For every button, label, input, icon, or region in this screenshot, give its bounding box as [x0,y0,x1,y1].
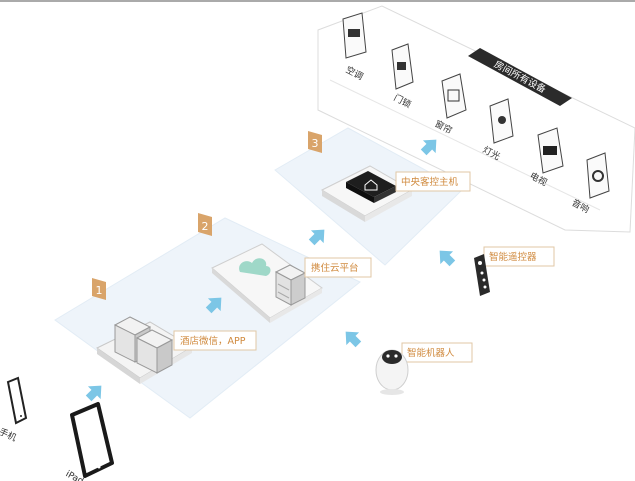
remote-control-icon [474,254,490,296]
hotel-wechat-app-label: 酒店微信，APP [173,330,257,351]
svg-text:3: 3 [312,137,319,150]
cloud-platform-label: 携住云平台 [304,257,372,278]
phone-icon [6,376,28,425]
aircon-device-icon [342,12,367,59]
step-badge-3: 3 [308,131,322,153]
arrow-remote-to-host-icon [433,244,459,270]
central-host-icon [320,165,414,222]
curtain-device-icon [441,73,467,119]
door-lock-device-icon [391,43,414,90]
tv-device-icon [537,127,564,174]
svg-text:1: 1 [96,284,103,297]
step-badge-2: 2 [198,213,212,236]
light-device-icon [489,98,514,144]
robot-label: 智能机器人 [401,342,473,363]
robot-icon [375,349,409,395]
central-host-label: 中央客控主机 [395,171,471,192]
arrow-robot-to-cloud-icon [339,325,365,351]
cloud-server-icon [211,243,323,323]
arrow-ipad-to-app-icon [82,379,108,405]
svg-text:酒店微信，APP: 酒店微信，APP [180,335,246,347]
arrow-cloud-to-host-icon [305,223,331,249]
room-rail [329,79,601,211]
step-badge-1: 1 [92,278,106,300]
svg-text:智能遥控器: 智能遥控器 [489,251,537,263]
server-cluster-icon [96,316,193,384]
svg-text:携住云平台: 携住云平台 [311,262,359,274]
client-device-label-ipad: iPad [64,469,85,481]
speaker-device-icon [586,152,610,199]
svg-text:智能机器人: 智能机器人 [407,347,455,359]
remote-control-label: 智能遥控器 [483,246,555,267]
client-device-label-phone: 手机 [0,425,18,443]
ipad-icon [70,402,114,478]
svg-text:中央客控主机: 中央客控主机 [401,176,459,188]
svg-text:2: 2 [202,220,209,233]
